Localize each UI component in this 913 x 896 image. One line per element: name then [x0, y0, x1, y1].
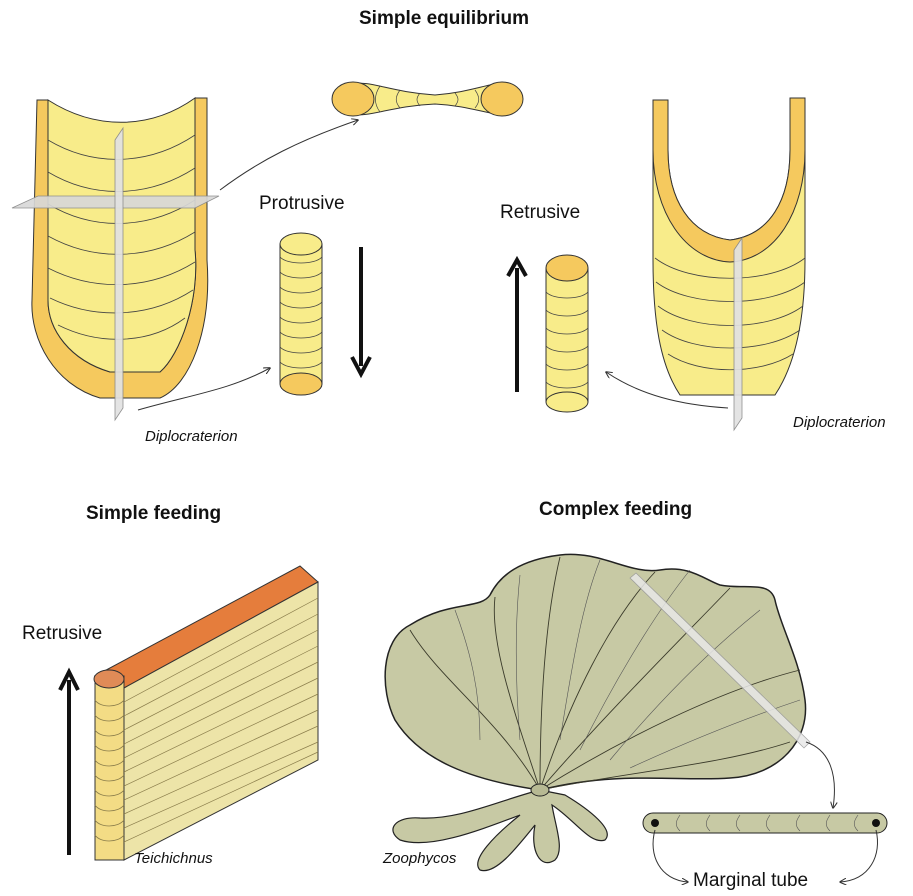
label-retrusive-bottom: Retrusive — [22, 623, 102, 645]
label-retrusive-top: Retrusive — [500, 202, 580, 224]
label-marginal-tube: Marginal tube — [693, 870, 808, 892]
species-label-diplocraterion-right: Diplocraterion — [793, 414, 886, 431]
marginal-tube-pointer-right — [840, 830, 878, 882]
title-complex-feeding: Complex feeding — [539, 499, 692, 521]
species-label-zoophycos: Zoophycos — [383, 850, 456, 867]
marginal-tube-pointer-left — [653, 830, 688, 882]
retrusive-spreiten-column — [546, 255, 588, 412]
pointer-arrow-left-upper — [220, 120, 358, 190]
teichichnus-arrow-up-icon — [60, 672, 78, 855]
marginal-tube — [643, 813, 887, 833]
diplocraterion-right-burrow — [653, 98, 805, 430]
title-simple-equilibrium: Simple equilibrium — [359, 8, 529, 30]
title-simple-feeding: Simple feeding — [86, 503, 221, 525]
arrow-down-icon — [352, 247, 370, 374]
horizontal-cross-section — [332, 82, 523, 116]
pointer-arrow-zoophycos — [806, 742, 834, 808]
arrow-up-icon — [508, 260, 526, 392]
diplocraterion-left-burrow — [12, 98, 219, 420]
species-label-teichichnus: Teichichnus — [134, 850, 213, 867]
protrusive-spreiten-column — [280, 233, 322, 395]
label-protrusive: Protrusive — [259, 193, 345, 215]
species-label-diplocraterion-left: Diplocraterion — [145, 428, 238, 445]
teichichnus-burrow — [94, 566, 318, 860]
